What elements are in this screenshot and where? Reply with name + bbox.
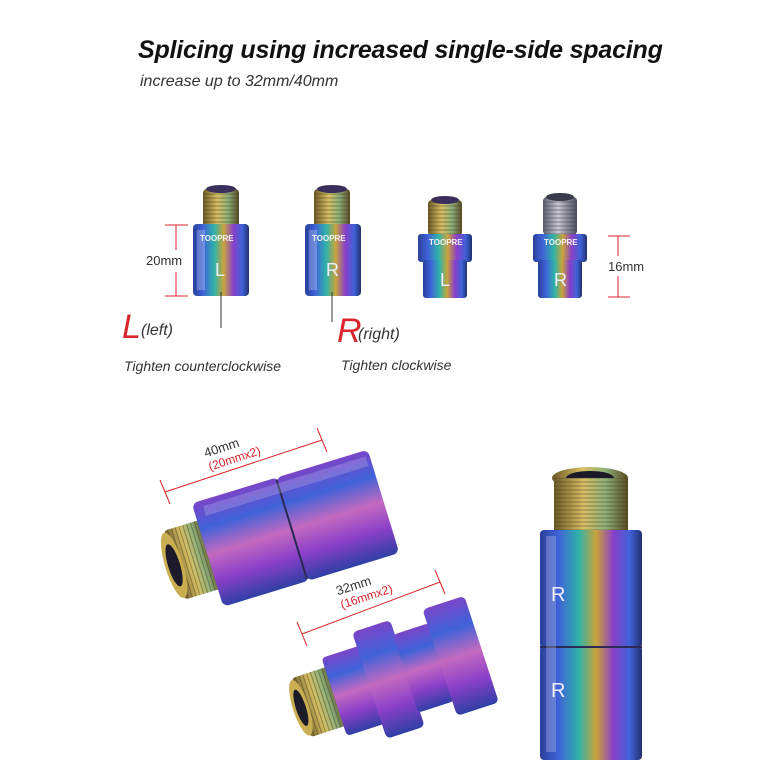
assembled-extender-32mm <box>289 597 498 738</box>
extender-20mm-left <box>193 185 249 296</box>
assembled-extender-40mm <box>160 451 398 606</box>
page-title: Splicing using increased single-side spa… <box>138 36 663 64</box>
page-subtitle: increase up to 32mm/40mm <box>140 73 339 90</box>
extender-letter: R <box>554 270 567 290</box>
brand-mark: TOOPRE <box>200 234 234 243</box>
caption-left: Tighten counterclockwise <box>124 358 282 374</box>
label-left-letter: L <box>122 308 141 346</box>
dim-bracket-16mm <box>608 235 630 298</box>
extender-letter: L <box>215 260 226 280</box>
caption-right: Tighten clockwise <box>341 357 452 373</box>
extender-16mm-left <box>418 196 472 298</box>
extender-letter: L <box>440 270 451 290</box>
label-left-word: (left) <box>141 322 173 339</box>
vertical-letter-top: R <box>551 584 566 606</box>
vertical-letter-bottom: R <box>551 680 566 702</box>
extender-20mm-right <box>305 185 361 296</box>
extender-16mm-right <box>533 193 587 298</box>
brand-mark: TOOPRE <box>429 238 463 247</box>
extender-letter: R <box>326 260 339 280</box>
dim-bracket-20mm <box>165 224 188 297</box>
vertical-extender <box>540 467 642 760</box>
dim-label-16mm: 16mm <box>608 259 645 274</box>
label-right-letter: R <box>337 312 362 350</box>
label-right-word: (right) <box>358 326 400 343</box>
dim-line-40mm <box>159 427 328 505</box>
brand-mark: TOOPRE <box>544 238 578 247</box>
brand-mark: TOOPRE <box>312 234 346 243</box>
dim-line-32mm <box>296 569 446 647</box>
dim-label-20mm: 20mm <box>146 253 183 268</box>
